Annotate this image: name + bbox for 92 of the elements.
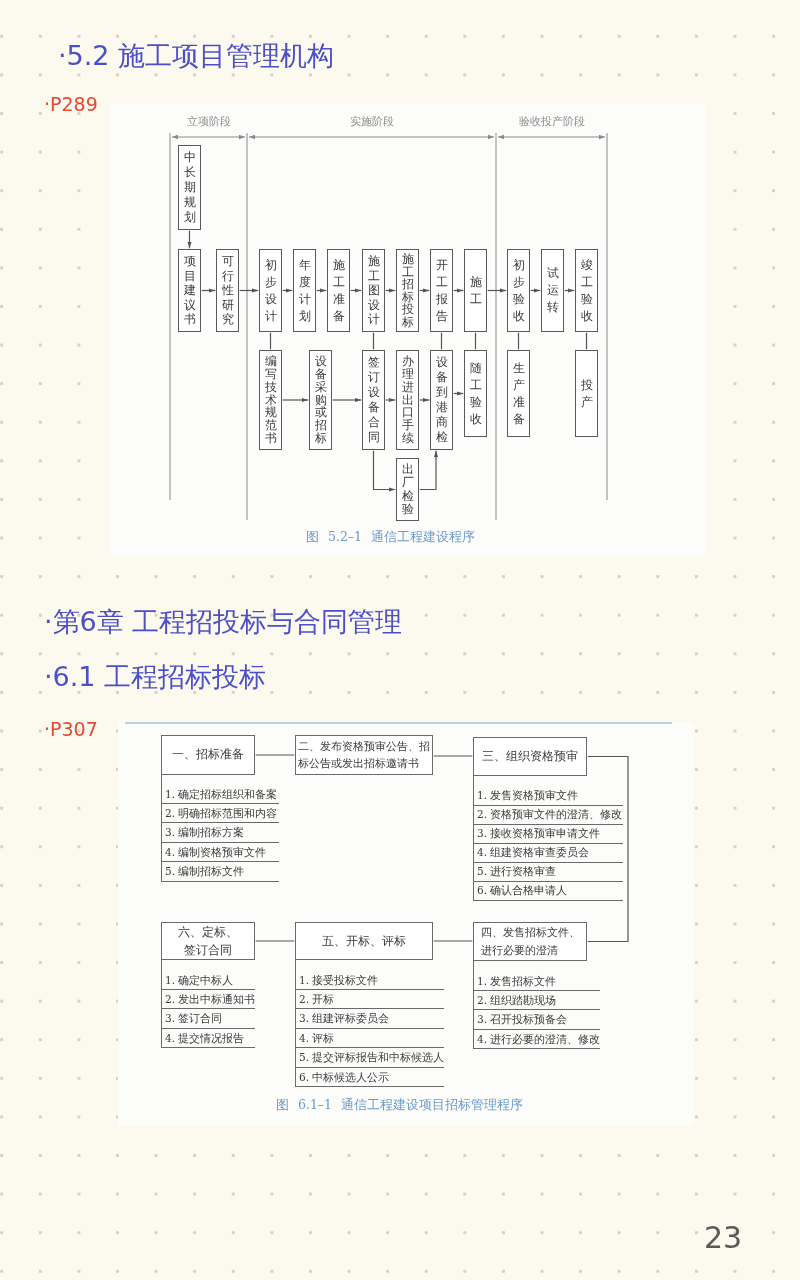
connector-line [433, 755, 473, 757]
process-box: 签订设备合同 [362, 350, 385, 450]
process-box: 初步设计 [259, 249, 282, 332]
arrow [385, 397, 396, 403]
page-reference: ·P289 [44, 93, 98, 116]
list-item: 5. 进行资格审查 [474, 863, 623, 882]
connector-line [255, 754, 295, 756]
step-box: 一、招标准备 [161, 735, 255, 775]
figure-caption: 图 5.2–1 通信工程建设程序 [306, 529, 476, 544]
arrow [316, 288, 327, 293]
list-item: 4. 评标 [296, 1028, 444, 1049]
process-box: 办理进出口手续 [396, 350, 419, 450]
process-box: 试运转 [541, 249, 564, 332]
list-item: 4. 组建资格审查委员会 [474, 844, 623, 863]
arrow [530, 288, 541, 293]
list-item: 5. 编制招标文件 [162, 862, 279, 882]
list-item: 4. 提交情况报告 [162, 1028, 255, 1048]
list-item: 2. 开标 [296, 990, 444, 1010]
process-box: 施工 [464, 249, 487, 332]
step-list [161, 775, 279, 882]
list-item: 1. 接受投标文件 [296, 970, 444, 990]
process-box: 可行性研究 [216, 249, 239, 332]
connector-line [433, 940, 473, 942]
handwritten-heading: ·5.2 施工项目管理机构 [58, 40, 335, 73]
arrow [564, 288, 575, 293]
step-box: 二、发布资格预审公告、招标公告或发出招标邀请书 [295, 735, 433, 775]
list-item: 3. 召开投标预备会 [474, 1010, 600, 1030]
arrow [419, 450, 439, 491]
arrow [282, 397, 309, 403]
list-item: 2. 发出中标通知书 [162, 990, 255, 1010]
list-item: 1. 确定中标人 [162, 970, 255, 990]
phase-label: 立项阶段 [186, 115, 231, 129]
step-box: 六、定标、签订合同 [161, 922, 255, 960]
page-number: 23 [704, 1220, 743, 1256]
arrow [372, 450, 396, 492]
handwritten-heading: ·6.1 工程招标投标 [44, 661, 267, 694]
process-box: 生产准备 [507, 350, 530, 437]
arrow [282, 288, 293, 293]
process-box: 随工验收 [464, 350, 487, 437]
arrow [453, 288, 464, 293]
arrow [187, 230, 192, 249]
process-box: 投产 [575, 350, 598, 437]
list-item: 1. 发售资格预审文件 [474, 787, 623, 806]
connector-line [587, 755, 629, 943]
process-box: 施工招标投标 [396, 249, 419, 332]
process-box: 中长期规划 [178, 145, 201, 230]
handwritten-heading: ·第6章 工程招投标与合同管理 [44, 606, 403, 639]
phase-label: 实施阶段 [349, 115, 394, 129]
list-item: 3. 签订合同 [162, 1009, 255, 1029]
arrow [385, 288, 396, 293]
phase-label: 验收投产阶段 [518, 115, 585, 129]
step-list [473, 961, 600, 1049]
arrow [419, 288, 430, 293]
list-item: 5. 提交评标报告和中标候选人 [296, 1048, 444, 1068]
list-item: 4. 进行必要的澄清、修改 [474, 1029, 600, 1049]
process-box: 出厂检验 [396, 458, 419, 521]
arrow [350, 288, 362, 293]
list-item: 3. 接收资格预审申请文件 [474, 825, 623, 844]
list-item: 6. 确认合格申请人 [474, 882, 623, 901]
process-box: 初步验收 [507, 249, 530, 332]
list-item: 2. 明确招标范围和内容 [162, 804, 279, 824]
arrow [419, 397, 430, 403]
list-item: 6. 中标候选人公示 [296, 1067, 444, 1087]
list-item: 3. 组建评标委员会 [296, 1009, 444, 1029]
step-list [161, 960, 255, 1048]
list-item: 3. 编制招标方案 [162, 823, 279, 843]
arrow [332, 397, 362, 403]
step-box: 四、发售招标文件、进行必要的澄清 [473, 922, 587, 961]
process-box: 施工图设计 [362, 249, 385, 332]
step-list [473, 776, 623, 901]
page-reference: ·P307 [44, 718, 98, 741]
list-item: 2. 组织踏勘现场 [474, 991, 600, 1011]
process-box: 设备到港商检 [430, 350, 453, 450]
arrow [201, 288, 216, 293]
process-box: 年度计划 [293, 249, 316, 332]
process-box: 项目建议书 [178, 249, 201, 332]
process-box: 设备采购或招标 [309, 350, 332, 450]
step-box: 五、开标、评标 [295, 922, 433, 960]
process-box: 开工报告 [430, 249, 453, 332]
arrow [239, 288, 259, 293]
step-list [295, 960, 444, 1087]
step-box: 三、组织资格预审 [473, 737, 587, 776]
connector-line [255, 940, 295, 942]
process-box: 施工准备 [327, 249, 350, 332]
process-box: 竣工验收 [575, 249, 598, 332]
list-item: 1. 确定招标组织和备案 [162, 784, 279, 804]
arrow [453, 391, 464, 396]
process-box: 编写技术规范书 [259, 350, 282, 450]
list-item: 4. 编制资格预审文件 [162, 842, 279, 863]
list-item: 1. 发售招标文件 [474, 971, 600, 991]
list-item: 2. 资格预审文件的澄清、修改 [474, 806, 623, 825]
arrow [487, 288, 507, 293]
